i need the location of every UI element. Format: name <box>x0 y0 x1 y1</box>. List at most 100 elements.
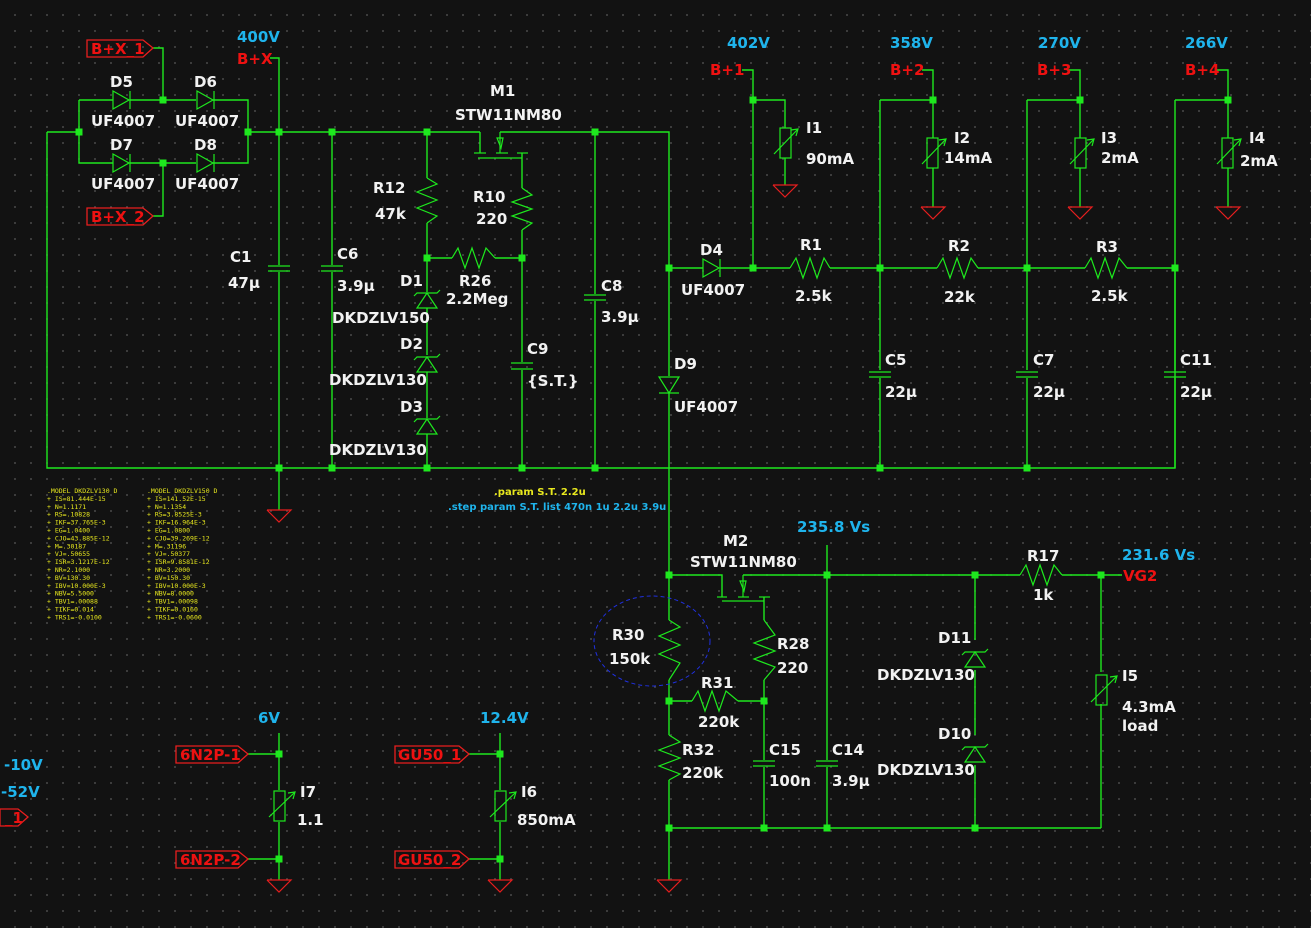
resistor-r31[interactable] <box>691 689 739 713</box>
model-block-dkdzlv130[interactable]: .MODEL DKDZLV130 D+ IS=81.444E-15+ N=1.1… <box>47 487 118 621</box>
current-source-i4[interactable] <box>1216 137 1242 169</box>
model-line: + BV=150.30 <box>147 574 190 582</box>
diode-d6[interactable] <box>196 89 215 111</box>
model-line: + NBV=8.0000 <box>147 590 194 598</box>
zener-d2[interactable] <box>413 353 441 373</box>
net-flag-gu50-1[interactable]: GU50_1 <box>394 745 471 764</box>
svg-text:D6: D6 <box>194 73 217 91</box>
net-flag-bx1[interactable]: B+X_1 <box>86 39 155 58</box>
net-flag-bx2[interactable]: B+X_2 <box>86 207 155 226</box>
svg-text:2mA: 2mA <box>1240 152 1278 170</box>
net-flag-gu50-2[interactable]: GU50_2 <box>394 850 471 869</box>
capacitor-c6[interactable] <box>321 265 343 272</box>
svg-text:47µ: 47µ <box>228 274 260 292</box>
svg-text:D8: D8 <box>194 136 217 154</box>
model-line: + M=.31196 <box>147 542 186 550</box>
svg-text:DKDZLV130: DKDZLV130 <box>329 371 427 389</box>
model-line: + IS=81.444E-15 <box>47 495 106 503</box>
resistor-r1[interactable] <box>789 256 831 280</box>
wires-top <box>46 47 1229 575</box>
junction-dot <box>665 824 673 832</box>
svg-text:R12: R12 <box>373 179 405 197</box>
capacitor-c5[interactable] <box>869 371 891 378</box>
diode-d8[interactable] <box>196 152 215 174</box>
resistor-r26[interactable] <box>451 246 496 270</box>
param-directive[interactable]: .param S.T. 2.2u <box>494 487 586 498</box>
junction-dot <box>423 128 431 136</box>
svg-text:I4: I4 <box>1249 129 1265 147</box>
mosfet-m1[interactable] <box>474 132 528 159</box>
svg-text:C1: C1 <box>230 248 251 266</box>
model-line: + RS=.10828 <box>47 511 90 519</box>
resistor-r12[interactable] <box>415 177 439 224</box>
svg-text:GU50_2: GU50_2 <box>398 851 461 869</box>
capacitor-c7[interactable] <box>1016 371 1038 378</box>
model-block-dkdzlv150[interactable]: .MODEL DKDZLV150 D+ IS=141.52E-15+ N=1.1… <box>147 487 218 621</box>
capacitor-c15[interactable] <box>753 760 775 767</box>
svg-text:D4: D4 <box>700 241 723 259</box>
resistor-r2[interactable] <box>936 256 979 280</box>
diode-d5[interactable] <box>112 89 131 111</box>
ground-icon <box>920 206 946 220</box>
resistor-r32[interactable] <box>657 734 682 781</box>
model-line: + IBV=10.000E-3 <box>147 582 206 590</box>
capacitor-c1[interactable] <box>268 265 290 272</box>
zener-d1[interactable] <box>413 289 441 309</box>
diode-d4[interactable] <box>702 257 721 279</box>
resistor-r28[interactable] <box>752 619 777 681</box>
zener-d11[interactable] <box>961 648 989 668</box>
net-label-b3: B+3 <box>1037 61 1071 79</box>
current-source-i1[interactable] <box>773 127 799 159</box>
junction-dot <box>971 571 979 579</box>
svg-text:I6: I6 <box>521 783 537 801</box>
capacitor-c9[interactable] <box>511 362 533 370</box>
svg-text:STW11NM80: STW11NM80 <box>690 553 797 571</box>
capacitor-c14[interactable] <box>816 760 838 767</box>
step-directive[interactable]: .step param S.T. list 470n 1u 2.2u 3.9u <box>448 502 666 513</box>
resistor-r3[interactable] <box>1084 256 1128 280</box>
current-source-i7[interactable] <box>268 790 296 822</box>
svg-text:R1: R1 <box>800 236 822 254</box>
model-line: + CJO=43.885E-12 <box>47 534 110 542</box>
junction-dot <box>1171 264 1179 272</box>
junction-dot <box>876 464 884 472</box>
capacitor-c11[interactable] <box>1164 371 1186 378</box>
diode-d7[interactable] <box>112 152 131 174</box>
junction-nodes <box>75 96 1232 863</box>
model-line: + NR=2.1000 <box>47 566 90 574</box>
ground-icon <box>772 184 798 198</box>
ground-icon <box>1215 206 1241 220</box>
model-line: + CJO=39.269E-12 <box>147 534 210 542</box>
current-source-i6[interactable] <box>489 790 517 822</box>
junction-dot <box>876 264 884 272</box>
svg-text:3.9µ: 3.9µ <box>832 772 870 790</box>
diode-d9[interactable] <box>657 376 681 395</box>
resistor-r10[interactable] <box>510 187 534 231</box>
current-source-i3[interactable] <box>1069 137 1095 169</box>
current-source-i2[interactable] <box>921 137 947 169</box>
svg-text:C15: C15 <box>769 741 801 759</box>
junction-dot <box>749 264 757 272</box>
svg-text:3.9µ: 3.9µ <box>601 308 639 326</box>
resistor-r30[interactable] <box>657 619 682 681</box>
highlight-circle <box>593 595 711 687</box>
capacitor-c8[interactable] <box>584 294 606 301</box>
junction-dot <box>275 464 283 472</box>
model-line: + BV=130.30 <box>47 574 90 582</box>
ground-icon <box>266 509 292 523</box>
net-flag-partial[interactable]: _1 <box>0 808 30 827</box>
junction-dot <box>328 464 336 472</box>
model-line: + ISR=3.1217E-12 <box>47 558 110 566</box>
voltage-vs: 235.8 Vs <box>797 518 870 536</box>
resistor-r17[interactable] <box>1019 563 1063 587</box>
zener-d3[interactable] <box>413 415 441 435</box>
svg-text:R26: R26 <box>459 272 491 290</box>
current-source-i5[interactable] <box>1090 674 1118 706</box>
net-flag-6n2p2[interactable]: 6N2P-2 <box>175 850 250 869</box>
net-flag-6n2p1[interactable]: 6N2P-1 <box>175 745 250 764</box>
svg-text:D7: D7 <box>110 136 133 154</box>
mosfet-m2[interactable] <box>717 575 770 602</box>
junction-dot <box>423 464 431 472</box>
zener-d10[interactable] <box>961 743 989 763</box>
